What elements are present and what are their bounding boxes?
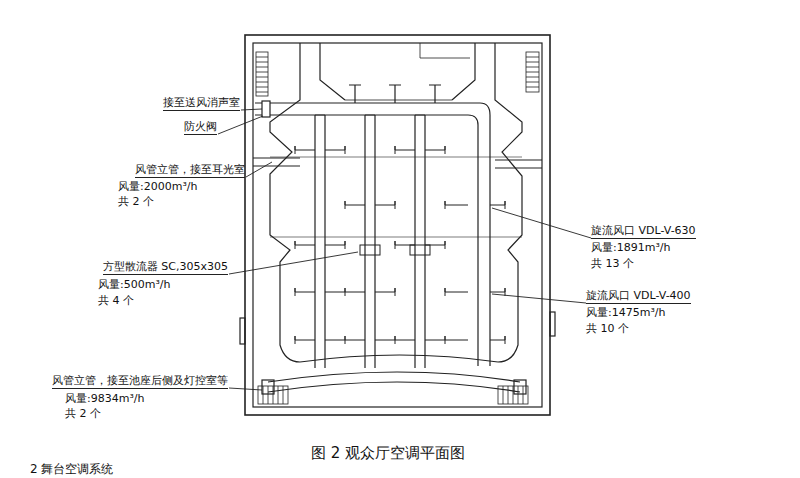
callout-text: 共 4 个 (98, 294, 134, 307)
callout-text: 风量:9834m³/h (65, 392, 145, 405)
callout-text: 共 2 个 (65, 407, 101, 420)
callout-text: 风量:1891m³/h (591, 241, 671, 254)
callout-text: 风管立管，接至耳光室 (135, 163, 245, 178)
callout-text: 旋流风口 VDL-V-400 (586, 289, 691, 304)
figure-caption: 图 2 观众厅空调平面图 (311, 444, 465, 462)
callout-text: 方型散流器 SC,305x305 (103, 260, 228, 275)
callout-text: 旋流风口 VDL-V-630 (591, 224, 696, 239)
callout-text: 风量:1475m³/h (586, 306, 666, 319)
callout-text: 风量:2000m³/h (118, 180, 198, 193)
callout-text: 共 2 个 (118, 195, 154, 208)
callout-text: 共 10 个 (586, 322, 629, 335)
callout-text: 共 13 个 (591, 257, 634, 270)
callout-text: 风量:500m³/h (98, 278, 171, 291)
section-heading: 2 舞台空调系统 (30, 462, 113, 476)
callout-text: 接至送风消声室 (163, 96, 240, 111)
callout-text: 防火阀 (184, 120, 217, 135)
callout-text: 风管立管，接至池座后侧及灯控室等 (52, 374, 228, 389)
